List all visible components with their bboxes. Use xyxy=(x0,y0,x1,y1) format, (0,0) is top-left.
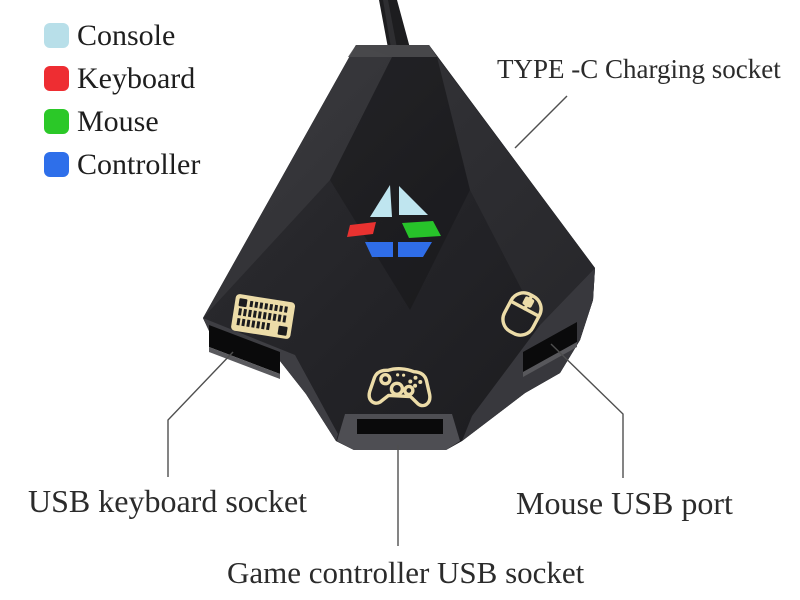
leader-lines xyxy=(167,95,624,546)
legend-label-keyboard: Keyboard xyxy=(77,61,196,95)
mouse-usb-port-label: Mouse USB port xyxy=(516,485,733,521)
gamepad-icon xyxy=(367,367,432,408)
controller-color-swatch xyxy=(44,152,69,177)
color-legend: Console Keyboard Mouse Controller xyxy=(44,14,200,186)
keyboard-socket xyxy=(203,318,338,441)
leader-type-c xyxy=(514,95,568,149)
device-facets xyxy=(203,45,595,325)
keyboard-icon xyxy=(231,294,296,339)
legend-row-mouse: Mouse xyxy=(44,100,200,143)
usb-cable xyxy=(379,0,410,48)
brand-logo-icon xyxy=(347,185,441,257)
legend-row-controller: Controller xyxy=(44,143,200,186)
legend-row-console: Console xyxy=(44,14,200,57)
usb-keyboard-socket-label: USB keyboard socket xyxy=(28,483,308,519)
legend-label-mouse: Mouse xyxy=(77,104,159,138)
console-color-swatch xyxy=(44,23,69,48)
leader-keyboard xyxy=(167,351,234,477)
keyboard-color-swatch xyxy=(44,66,69,91)
mouse-icon xyxy=(501,291,543,337)
controller-socket xyxy=(337,414,460,450)
legend-label-controller: Controller xyxy=(77,147,201,181)
game-controller-socket-label: Game controller USB socket xyxy=(227,555,585,590)
mouse-color-swatch xyxy=(44,109,69,134)
mouse-socket xyxy=(462,268,595,441)
legend-label-console: Console xyxy=(77,18,176,52)
type-c-label: TYPE -C Charging socket xyxy=(497,54,781,84)
legend-row-keyboard: Keyboard xyxy=(44,57,200,100)
leader-mouse xyxy=(550,343,624,478)
